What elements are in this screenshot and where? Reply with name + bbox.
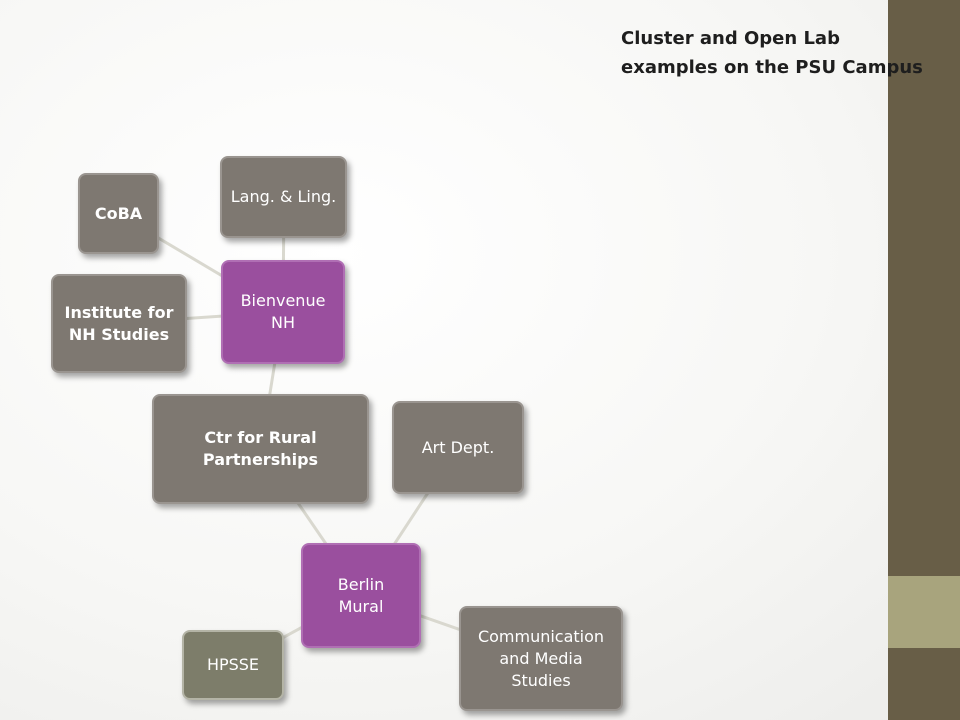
node-hpsse: HPSSE	[182, 630, 284, 700]
node-institute-nh-studies: Institute for NH Studies	[51, 274, 187, 373]
node-communication-media-studies-label: Communication and Media Studies	[477, 626, 605, 690]
node-berlin-mural-label: Berlin Mural	[337, 574, 385, 616]
node-art-dept: Art Dept.	[392, 401, 524, 494]
node-lang-ling: Lang. & Ling.	[220, 156, 347, 238]
node-coba-label: CoBA	[94, 203, 143, 223]
node-bienvenue-nh-label: Bienvenue NH	[240, 291, 326, 332]
sidebar-decoration-light	[888, 576, 960, 648]
node-art-dept-label: Art Dept.	[421, 437, 495, 457]
node-berlin-mural: Berlin Mural	[301, 543, 421, 648]
node-ctr-rural-partnerships: Ctr for Rural Partnerships	[152, 394, 369, 504]
node-communication-media-studies: Communication and Media Studies	[459, 606, 623, 711]
slide-title: Cluster and Open Lab examples on the PSU…	[621, 28, 923, 78]
node-ctr-rural-partnerships-label: Ctr for Rural Partnerships	[202, 428, 319, 469]
node-bienvenue-nh: Bienvenue NH	[221, 260, 345, 364]
node-hpsse-label: HPSSE	[206, 655, 260, 674]
node-lang-ling-label: Lang. & Ling.	[230, 187, 337, 206]
node-coba: CoBA	[78, 173, 159, 254]
node-institute-nh-studies-label: Institute for NH Studies	[64, 302, 174, 344]
